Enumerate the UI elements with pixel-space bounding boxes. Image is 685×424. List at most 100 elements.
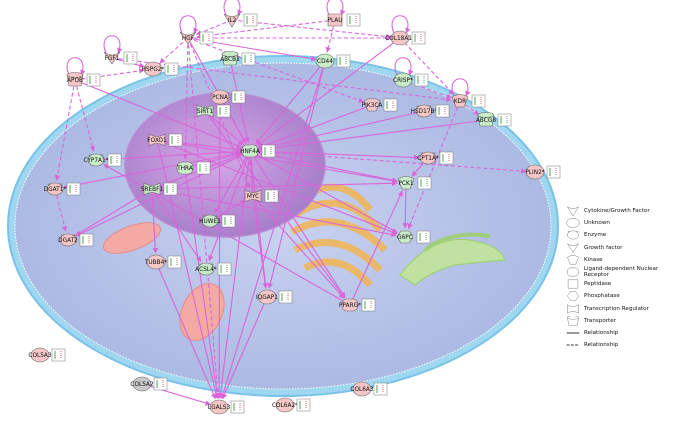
- node-label: ACSL4*: [195, 267, 217, 273]
- node-label: FGF1: [105, 56, 120, 62]
- node-label: PPARG*: [339, 303, 361, 309]
- node-dgat2[interactable]: DGAT2: [58, 233, 94, 247]
- node-crisp[interactable]: CRISP*: [393, 72, 429, 88]
- expression-box: [497, 113, 512, 127]
- legend-label: Ligand-dependent Nuclear Receptor: [583, 266, 659, 279]
- node-lgals3[interactable]: LGALS3: [208, 399, 245, 415]
- legend-item: Phosphatase: [566, 290, 684, 302]
- node-pck1[interactable]: PCK1: [397, 176, 432, 190]
- node-col6a2[interactable]: COL6A2*: [272, 397, 311, 413]
- edge-sirt1-pparg: [204, 110, 346, 299]
- expression-box: [168, 133, 183, 147]
- self-loop-crisp: [394, 57, 414, 76]
- node-srebf1[interactable]: SREBF1: [141, 182, 178, 196]
- expression-box: [471, 94, 486, 108]
- node-col6a3[interactable]: COL6A3: [350, 381, 388, 397]
- expression-box: [546, 165, 561, 179]
- expression-box: [278, 290, 293, 304]
- expression-box: [373, 382, 388, 396]
- edge-hnf4a-g6pc: [249, 150, 398, 234]
- node-huwe1[interactable]: HUWE1: [199, 214, 236, 228]
- growth-icon: [567, 243, 579, 253]
- node-label: PLAU: [327, 18, 342, 24]
- node-cpt1a[interactable]: CPT1A*: [417, 151, 454, 165]
- node-abcg8[interactable]: ABCG8: [476, 112, 512, 127]
- endoplasmic-reticulum: [399, 232, 506, 286]
- legend-item: Relationship: [566, 327, 684, 339]
- node-col18a1[interactable]: COL18A1*: [385, 30, 426, 46]
- edge-pparg-pck1: [349, 190, 403, 306]
- node-label: PLIN2*: [525, 170, 544, 176]
- node-pik3ca[interactable]: PIK3CA: [362, 98, 398, 112]
- node-il2[interactable]: IL2: [223, 13, 258, 28]
- node-g6pc[interactable]: G6PC: [396, 230, 431, 244]
- node-iqgap1[interactable]: IQGAP1: [256, 289, 293, 305]
- self-loop-apob: [66, 57, 86, 76]
- node-label: COL6A3: [350, 387, 373, 393]
- edge-iqgap1-lgals3: [222, 296, 268, 400]
- edge-apob-hspg2: [74, 68, 145, 81]
- edge-tubb4-lgals3: [155, 261, 216, 400]
- edge-hnf4a-cpt1a: [249, 150, 420, 161]
- node-label: TUBB4*: [144, 260, 167, 266]
- expression-box: [411, 31, 426, 45]
- node-hnf4a[interactable]: HNF4A: [240, 144, 276, 158]
- edge-myc-pparg: [252, 195, 345, 299]
- expression-box: [217, 262, 232, 276]
- legend-label: Unknown: [584, 220, 610, 227]
- legend-label: Relationship: [584, 329, 619, 336]
- node-sirt1[interactable]: SIRT1: [196, 104, 231, 118]
- node-myc[interactable]: MYC: [244, 189, 279, 203]
- edge-cd44-hnf4a: [255, 60, 326, 145]
- expression-box: [414, 73, 429, 87]
- node-cyp7a1[interactable]: CYP7A1*: [83, 153, 122, 167]
- node-label: CD44: [317, 59, 333, 65]
- other-icon: [566, 218, 580, 229]
- transporter-icon: [567, 315, 579, 326]
- node-col5a3[interactable]: COL5A3: [28, 347, 66, 363]
- node-apob[interactable]: APOB: [66, 72, 101, 87]
- node-pparg[interactable]: PPARG*: [339, 298, 376, 312]
- node-label: IL2: [228, 18, 237, 24]
- node-plin2[interactable]: PLIN2*: [525, 164, 561, 180]
- expression-box: [261, 144, 276, 158]
- node-col5a2[interactable]: COL5A2: [130, 376, 168, 392]
- node-hsd17b[interactable]: HSD17B*: [411, 104, 450, 118]
- node-abcb1[interactable]: ABCB1: [220, 51, 256, 66]
- node-label: KDR: [454, 99, 466, 105]
- node-label: MYC: [247, 194, 259, 200]
- node-acsl4[interactable]: ACSL4*: [195, 262, 232, 276]
- peptidase-icon: [567, 279, 579, 289]
- edge-plau-hgf: [196, 19, 336, 40]
- node-foxo1[interactable]: FOXO1: [147, 133, 183, 147]
- edge-myc-hnf4a: [248, 159, 254, 197]
- node-hgf[interactable]: HGF: [179, 31, 214, 45]
- node-cd44[interactable]: CD44: [315, 53, 351, 69]
- node-plau[interactable]: PLAU: [327, 13, 361, 27]
- node-tubb4[interactable]: TUBB4*: [144, 254, 182, 270]
- node-dgat1[interactable]: DGAT1*: [44, 182, 81, 196]
- edge-thra-lgals3: [184, 167, 220, 399]
- node-label: FOXO1: [147, 138, 167, 144]
- node-hspg2[interactable]: HSPG2*: [142, 61, 179, 77]
- edge-hnf4a-iqgap1: [249, 150, 269, 289]
- node-thra[interactable]: THRA: [176, 161, 211, 175]
- node-fgf1[interactable]: FGF1: [103, 51, 138, 65]
- node-label: ABCG8: [476, 118, 496, 124]
- edge-hnf4a-dgat1: [63, 150, 251, 190]
- edge-hgf-thra: [182, 37, 189, 160]
- node-kdr[interactable]: KDR: [451, 94, 486, 108]
- edge-fgf1-kdr: [111, 57, 452, 103]
- expression-box: [123, 51, 138, 65]
- expression-box: [296, 398, 311, 412]
- edge-apob-cyp7a1: [74, 79, 96, 152]
- edge-hnf4a-plin2: [249, 150, 527, 174]
- node-label: CYP7A1*: [83, 158, 108, 164]
- node-pcna[interactable]: PCNA: [210, 89, 246, 105]
- legend-label: Phosphatase: [584, 293, 620, 300]
- edge-myc-iqgap1: [252, 195, 268, 289]
- expression-box: [107, 153, 122, 167]
- expression-box: [264, 189, 279, 203]
- node-label: HUWE1: [199, 219, 221, 225]
